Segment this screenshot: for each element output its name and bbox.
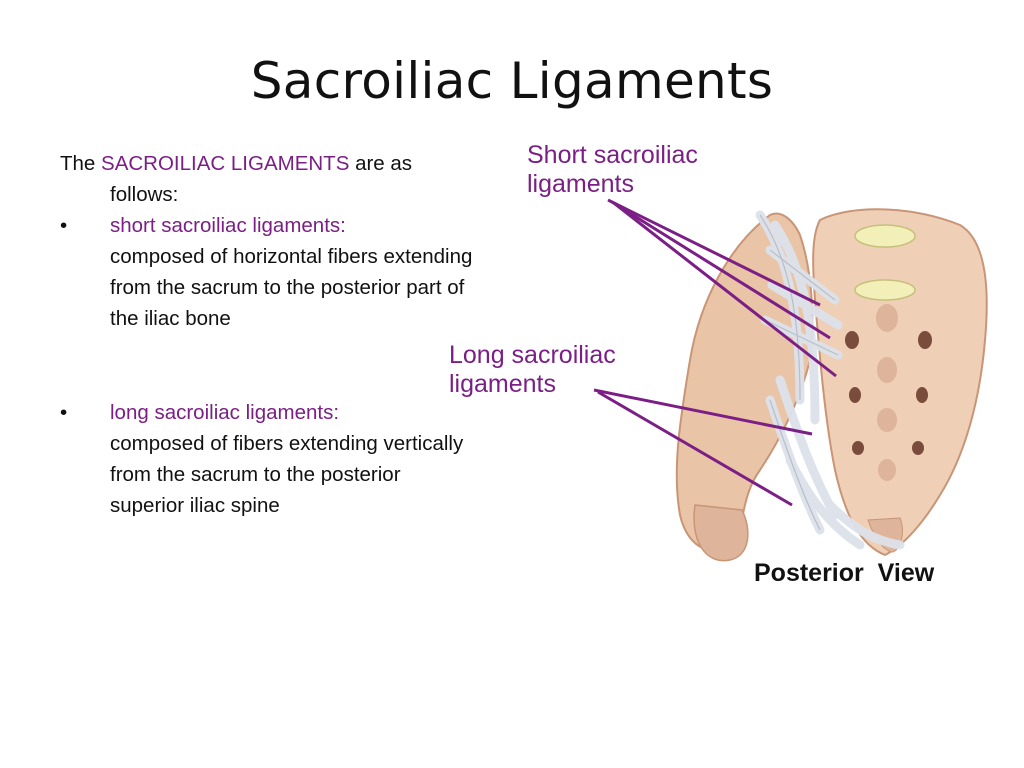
bullet-description: composed of horizontal fibers extending … xyxy=(110,245,473,330)
slide-title: Sacroiliac Ligaments xyxy=(250,52,774,110)
ilium-bone xyxy=(675,212,814,552)
bullet-term: short sacroiliac ligaments: xyxy=(110,214,346,237)
intro-term: SACROILIAC LIGAMENTS xyxy=(101,152,350,175)
bullet-dot: • xyxy=(60,401,68,424)
intro-paragraph: The SACROILIAC LIGAMENTS are as follows: xyxy=(60,148,480,210)
intro-suffix: are as follows: xyxy=(110,152,413,206)
long-ligaments-label: Long sacroiliac ligaments xyxy=(449,341,616,398)
sacrum-bone xyxy=(812,208,988,557)
intro-prefix: The xyxy=(60,152,102,175)
ligament-fibers xyxy=(755,210,905,550)
body-text: The SACROILIAC LIGAMENTS are as follows:… xyxy=(60,148,480,521)
disc-upper xyxy=(854,224,916,248)
bullet-short-ligaments: • short sacroiliac ligaments: composed o… xyxy=(60,210,480,334)
bullet-long-ligaments: • long sacroiliac ligaments: composed of… xyxy=(60,397,480,521)
short-ligament-leader-lines xyxy=(607,198,837,378)
figure-caption: Posterior View xyxy=(754,559,935,587)
disc-lower xyxy=(854,279,916,301)
bullet-dot: • xyxy=(60,214,68,237)
ischium-bone xyxy=(693,504,749,562)
long-ligament-leader-lines xyxy=(593,388,813,507)
short-ligaments-label: Short sacroiliac ligaments xyxy=(527,141,698,198)
bullet-description: composed of fibers extending vertically … xyxy=(110,432,464,517)
bullet-term: long sacroiliac ligaments: xyxy=(110,401,340,424)
